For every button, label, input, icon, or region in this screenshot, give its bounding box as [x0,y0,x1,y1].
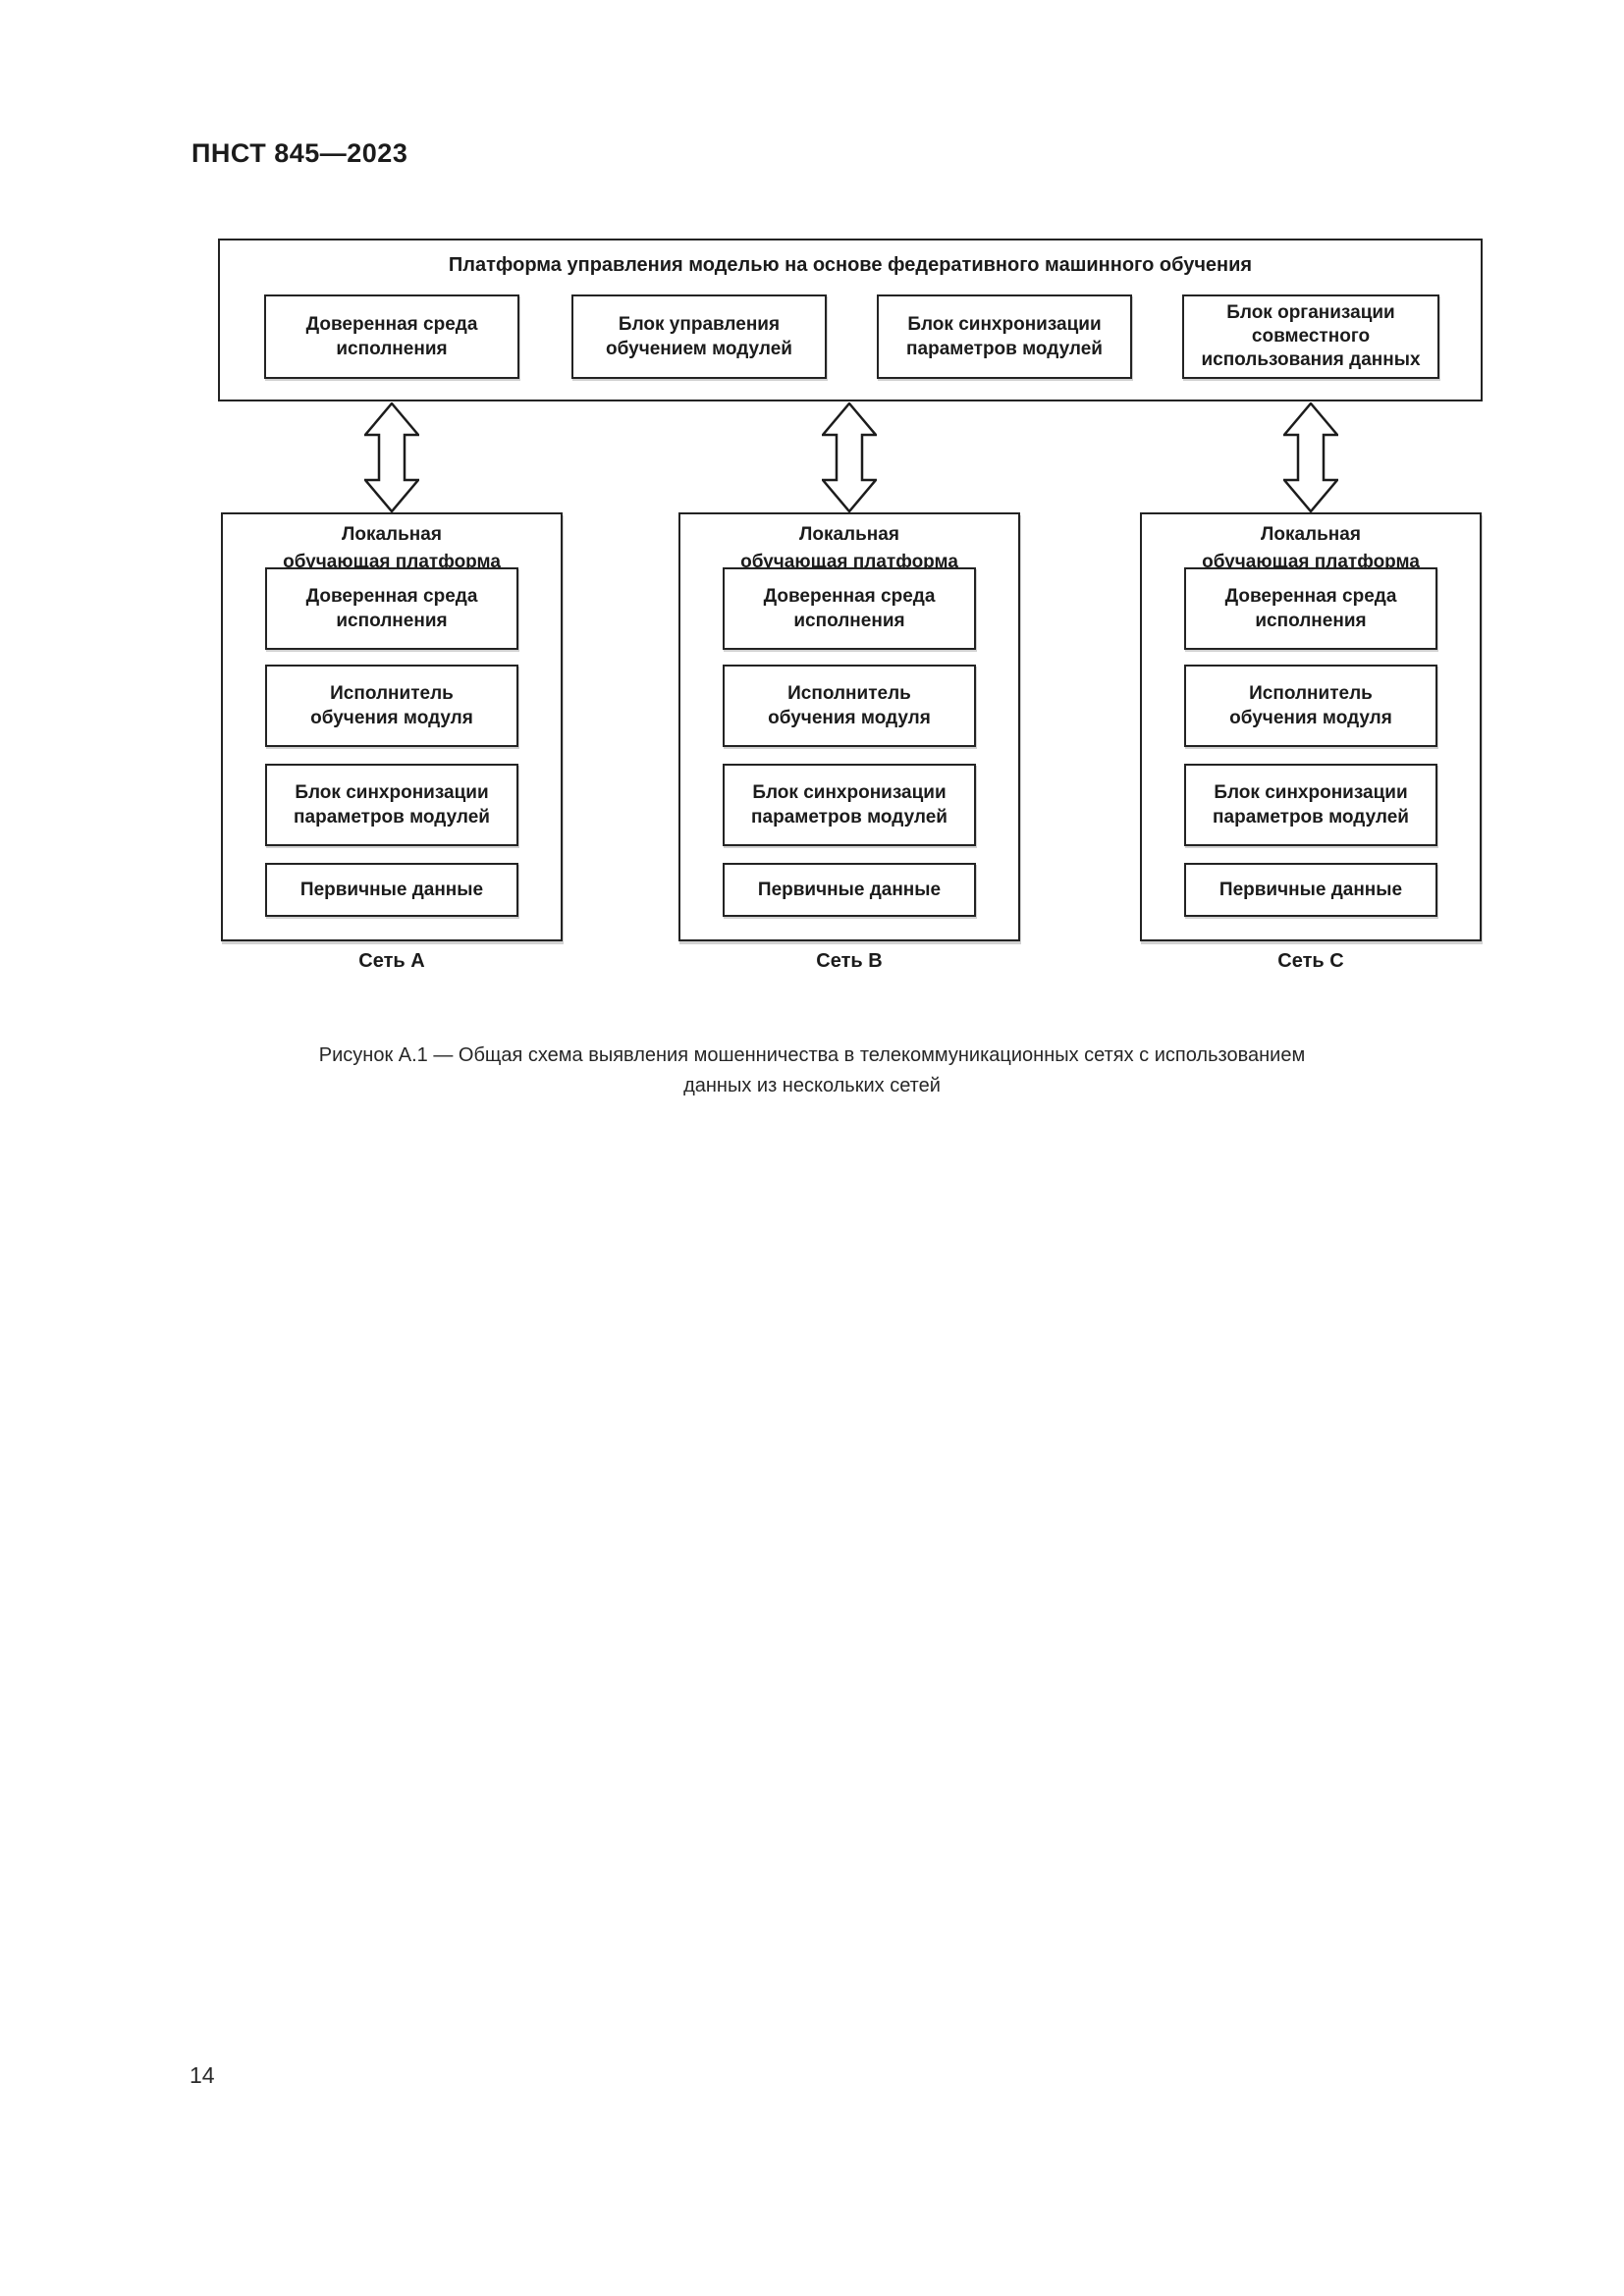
local-platform-title-line1: Локальная [799,524,899,545]
local-module-primary-data: Первичные данные [265,863,518,917]
platform-module-parameter-sync: Блок синхронизации параметров модулей [877,294,1132,379]
local-platform-title-line1: Локальная [1261,524,1361,545]
figure-caption-line1: Рисунок А.1 — Общая схема выявления моше… [318,1044,1306,1066]
platform-module-trusted-environment: Доверенная среда исполнения [264,294,519,379]
figure-caption-line2: данных из нескольких сетей [683,1075,941,1096]
federated-platform-title: Платформа управления моделью на основе ф… [448,254,1253,276]
local-module-parameter-sync: Блок синхронизации параметров модулей [265,764,518,846]
local-module-trusted-environment: Доверенная среда исполнения [1184,567,1437,650]
platform-module-data-sharing: Блок организации совместного использован… [1182,294,1439,379]
vertical-double-arrow-icon [362,401,421,513]
figure-caption: Рисунок А.1 — Общая схема выявления моше… [0,1041,1624,1101]
local-platform-title-line2: обучающая платформа [1202,552,1420,572]
local-platform-box-a: Локальная обучающая платформа Доверенная… [221,512,563,941]
page-number: 14 [189,2062,215,2088]
document-header: ПНСТ 845—2023 [191,138,408,168]
local-module-primary-data: Первичные данные [723,863,976,917]
local-platform-title-line2: обучающая платформа [283,552,501,572]
local-module-primary-data: Первичные данные [1184,863,1437,917]
local-platform-title: Локальная обучающая платформа [1142,521,1480,576]
local-module-parameter-sync: Блок синхронизации параметров модулей [723,764,976,846]
vertical-double-arrow-icon [1281,401,1340,513]
local-module-trusted-environment: Доверенная среда исполнения [723,567,976,650]
local-platform-title-line1: Локальная [342,524,442,545]
local-module-training-executor: Исполнитель обучения модуля [265,665,518,747]
network-label-c: Сеть C [1277,950,1344,972]
vertical-double-arrow-icon [820,401,879,513]
network-label-b: Сеть B [816,950,883,972]
local-platform-title-line2: обучающая платформа [740,552,958,572]
local-module-training-executor: Исполнитель обучения модуля [1184,665,1437,747]
local-module-training-executor: Исполнитель обучения модуля [723,665,976,747]
local-module-trusted-environment: Доверенная среда исполнения [265,567,518,650]
local-platform-title: Локальная обучающая платформа [223,521,561,576]
local-platform-box-b: Локальная обучающая платформа Доверенная… [678,512,1020,941]
local-platform-title: Локальная обучающая платформа [680,521,1018,576]
platform-module-training-control: Блок управления обучением модулей [571,294,827,379]
network-label-a: Сеть A [358,950,425,972]
local-platform-box-c: Локальная обучающая платформа Доверенная… [1140,512,1482,941]
federated-platform-box: Платформа управления моделью на основе ф… [218,239,1483,401]
local-module-parameter-sync: Блок синхронизации параметров модулей [1184,764,1437,846]
